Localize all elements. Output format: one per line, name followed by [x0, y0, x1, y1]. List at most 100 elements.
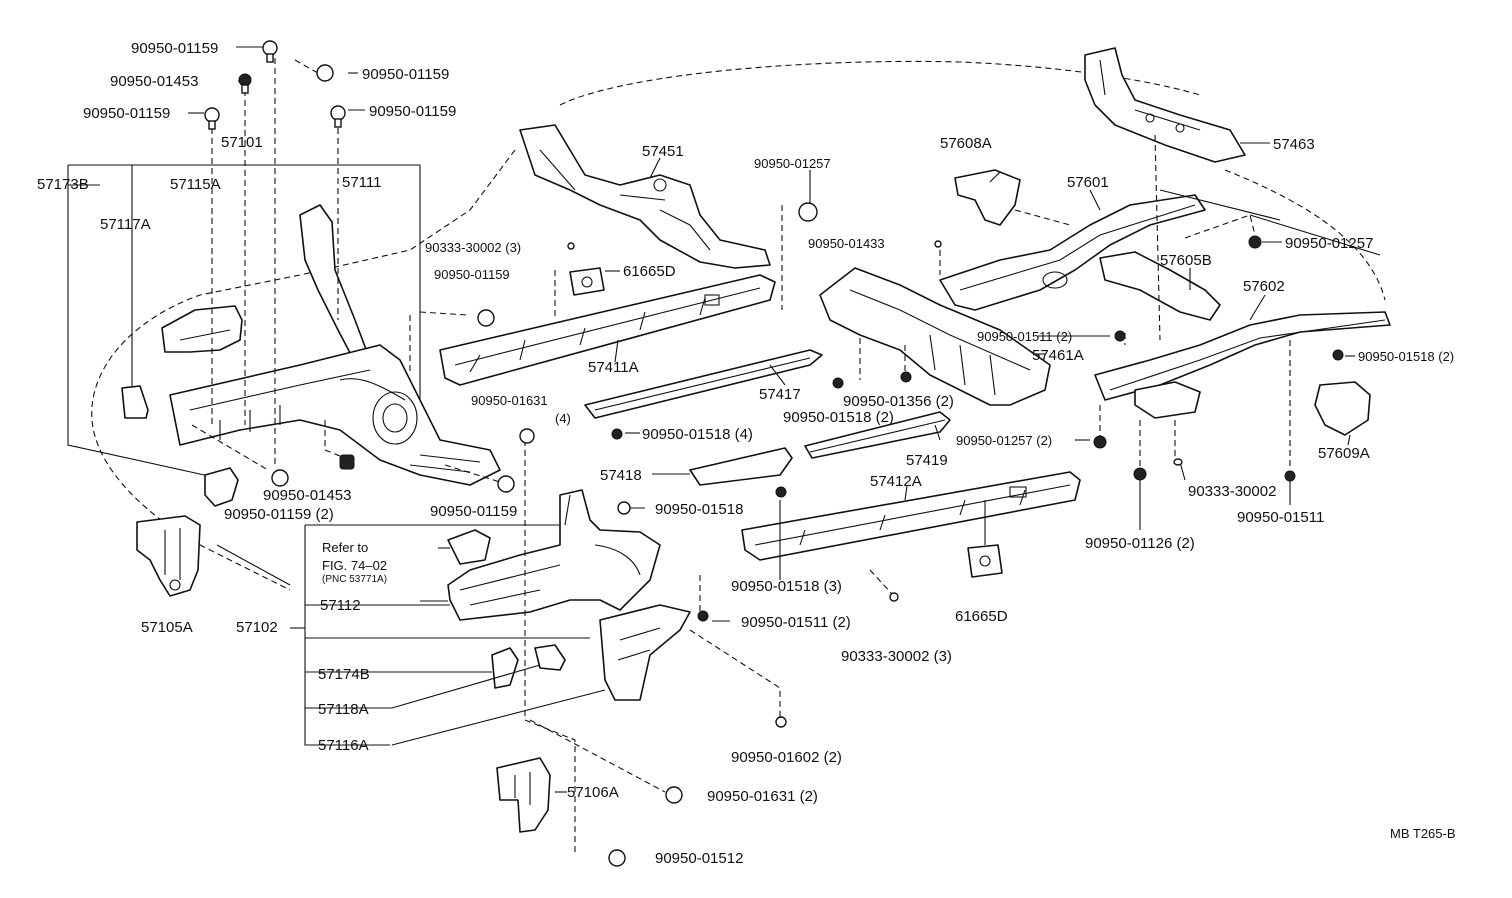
label-l08: 57115A — [170, 176, 221, 193]
label-l36: 90950-01602 (2) — [731, 749, 842, 766]
bracket-57117A — [121, 385, 149, 419]
label-l54: 90950-01518 (2) — [1358, 349, 1454, 364]
fastener-90950-01433 — [934, 240, 942, 248]
fastener-90950-01518-b — [617, 501, 631, 515]
label-l16: 57112 — [320, 597, 361, 614]
label-l40: 90950-01356 (2) — [843, 393, 954, 410]
label-l44: 57412A — [870, 473, 922, 490]
fastener-90950-01159-d — [330, 105, 346, 128]
label-l46: 90333-30002 (3) — [841, 648, 952, 665]
label-l09: 57111 — [342, 174, 382, 191]
refer-note: Refer to FIG. 74–02 (PNC 53771A) — [322, 540, 387, 585]
label-l19: 57116A — [318, 737, 369, 754]
label-l26: 61665D — [623, 263, 676, 280]
fastener-90950-01631-b — [665, 786, 683, 804]
fastener-90333-30002-b — [889, 592, 899, 602]
rail-57418 — [689, 447, 793, 486]
label-l18: 57118A — [318, 701, 369, 718]
bracket-57174B — [491, 647, 519, 689]
bracket-57102 — [290, 524, 590, 746]
crossmember-57605B — [1099, 251, 1221, 321]
label-l05: 90950-01159 — [369, 103, 456, 120]
bracket-57106A — [496, 757, 551, 833]
leader-lines — [188, 46, 1381, 793]
label-l43: 57419 — [906, 452, 948, 469]
refer-line1: Refer to — [322, 540, 368, 555]
fastener-90950-01257-a — [798, 202, 818, 222]
frame-rail-57602 — [1094, 311, 1391, 419]
label-l24: 90333-30002 (3) — [425, 240, 521, 255]
label-l03: 90950-01159 — [83, 105, 170, 122]
label-l28: 90950-01631 — [471, 393, 548, 408]
fastener-90950-01257-c — [1248, 235, 1262, 249]
fastener-90950-01159-a — [262, 40, 278, 63]
label-l48: 57601 — [1067, 174, 1109, 191]
label-l30: 57417 — [759, 386, 801, 403]
bracket-57101 — [67, 164, 421, 479]
fastener-90333-30002-c — [1173, 458, 1183, 466]
fastener-90950-01512 — [608, 849, 626, 867]
part-labels: 90950-01159 90950-01453 90950-01159 9095… — [37, 40, 1454, 867]
side-rail-57411A — [439, 274, 776, 386]
body-outline — [91, 60, 1386, 591]
bracket-refer-74-02 — [447, 529, 491, 565]
fastener-90950-01159-f — [497, 475, 515, 493]
fastener-90950-01511-c — [1284, 470, 1296, 482]
label-l27: 57411A — [588, 359, 639, 376]
label-l34: 90950-01518 (3) — [731, 578, 842, 595]
refer-line2: FIG. 74–02 — [322, 558, 387, 573]
label-l31: 90950-01518 (4) — [642, 426, 753, 443]
front-side-member-57112 — [447, 489, 661, 621]
fastener-90950-01159-c — [316, 64, 334, 82]
front-apron-57111 — [169, 204, 501, 486]
fastener-90950-01356 — [900, 371, 912, 383]
label-l52: 57602 — [1243, 278, 1285, 295]
crossmember-57463 — [1084, 47, 1246, 163]
fastener-90950-01602 — [775, 716, 787, 728]
label-l21: 90950-01631 (2) — [707, 788, 818, 805]
label-l35: 90950-01511 (2) — [741, 614, 851, 631]
fastener-90950-01511-b — [1114, 330, 1126, 342]
label-l41: 90950-01518 (2) — [783, 409, 894, 426]
label-l29: (4) — [555, 411, 571, 426]
label-l20: 57106A — [567, 784, 619, 801]
splash-shield-57115A — [161, 305, 243, 353]
fastener-90950-01257-b — [1093, 435, 1107, 449]
fastener-90950-01453-b — [339, 454, 355, 470]
label-l04: 90950-01159 — [362, 66, 449, 83]
label-l17: 57174B — [318, 666, 370, 683]
label-l23: 57451 — [642, 143, 684, 160]
refer-line3: (PNC 53771A) — [322, 574, 387, 585]
label-l42: 90950-01257 (2) — [956, 433, 1052, 448]
label-l07: 57173B — [37, 176, 89, 193]
label-l39: 57461A — [1032, 347, 1084, 364]
fastener-90950-01126 — [1133, 467, 1147, 481]
small-bracket-apron — [204, 467, 239, 507]
patch-61665D-lower — [967, 544, 1003, 578]
label-l53: 90950-01511 (2) — [977, 329, 1072, 344]
fastener-90950-01511-a — [697, 610, 709, 622]
fastener-90950-01518-c — [775, 486, 787, 498]
label-l10: 57117A — [100, 216, 151, 233]
label-l58: 90950-01126 (2) — [1085, 535, 1195, 552]
bracket-57105A — [136, 515, 201, 597]
crossmember-57461A — [819, 267, 1051, 406]
floor-pan-57116A — [599, 604, 691, 701]
bracket-57609A — [1314, 381, 1371, 436]
label-l47: 57608A — [940, 135, 992, 152]
label-l14: 57105A — [141, 619, 193, 636]
bracket-57118A — [534, 644, 566, 671]
label-l51: 57605B — [1160, 252, 1212, 269]
bracket-57608A — [954, 169, 1021, 226]
frame-rail-57601 — [939, 194, 1206, 311]
label-l49: 57463 — [1273, 136, 1315, 153]
label-l56: 90333-30002 — [1188, 483, 1276, 500]
fasteners — [204, 40, 1344, 867]
fastener-90950-01518-e — [1332, 349, 1344, 361]
label-l37: 90950-01257 — [754, 156, 831, 171]
label-l12: 90950-01453 — [263, 487, 351, 504]
label-l33: 90950-01518 — [655, 501, 743, 518]
fastener-90333-30002-a — [567, 242, 575, 250]
fastener-90950-01159-g — [477, 309, 495, 327]
